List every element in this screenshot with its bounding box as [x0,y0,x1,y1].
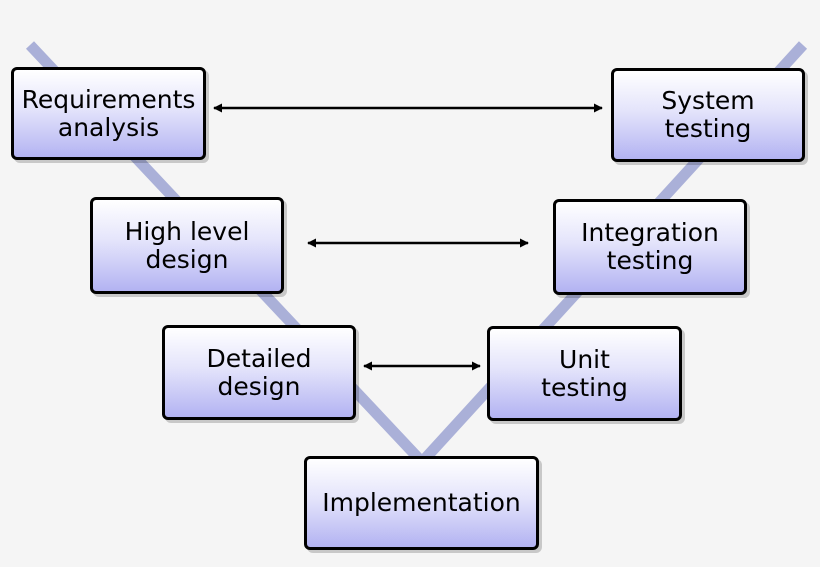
node-system-testing: System testing [611,68,805,162]
node-label: Requirements analysis [21,84,196,142]
node-label: Implementation [322,488,521,517]
node-label: High level design [124,216,250,274]
node-label: Integration testing [581,218,719,275]
node-high-level-design: High level design [90,197,284,294]
node-implementation: Implementation [304,456,539,550]
relation-arrows [213,103,603,371]
node-detailed-design: Detailed design [162,325,356,420]
node-integration-testing: Integration testing [553,199,747,295]
node-label: Unit testing [541,344,628,402]
node-unit-testing: Unit testing [487,326,682,421]
node-label: System testing [661,86,755,143]
node-label: Detailed design [206,343,312,401]
node-requirements-analysis: Requirements analysis [11,67,206,160]
